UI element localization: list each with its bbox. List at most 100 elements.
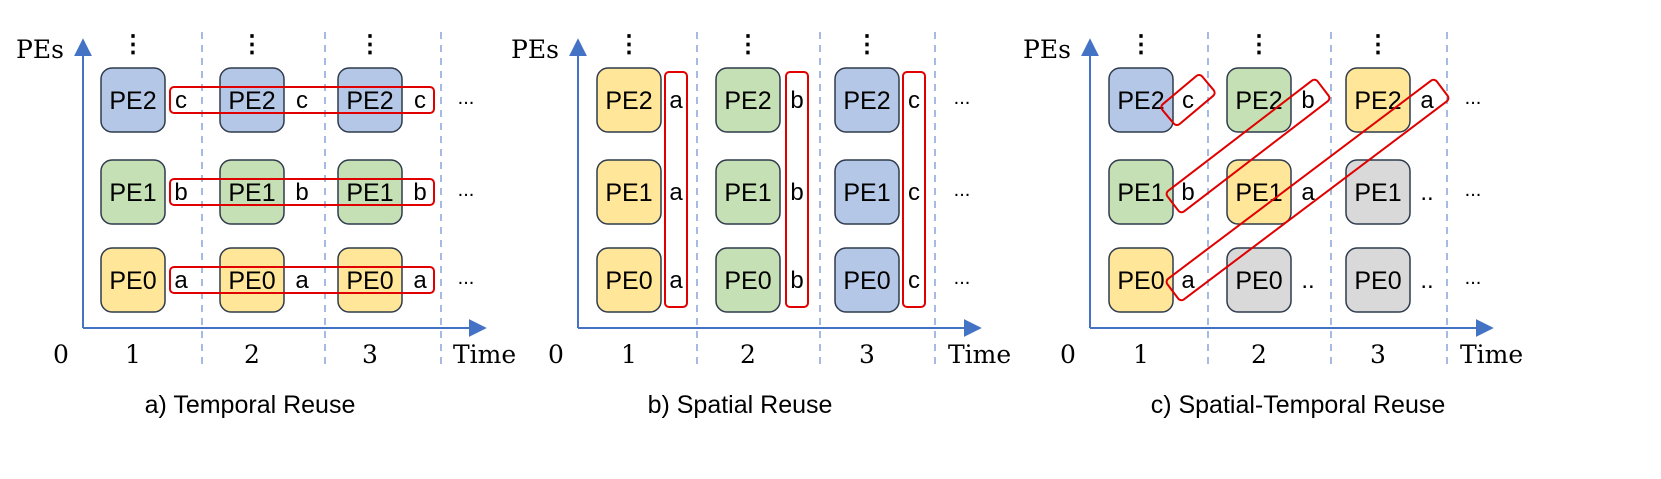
- vertical-ellipsis: ⋮: [121, 29, 145, 58]
- x-axis-label: Time: [453, 340, 516, 369]
- row-trailing-ellipsis: ...: [954, 179, 971, 201]
- data-label: ..: [1301, 267, 1314, 294]
- pe-label: PE2: [843, 87, 890, 115]
- pe-label: PE2: [1117, 87, 1164, 115]
- spatial-reuse-highlight: [664, 71, 688, 308]
- pe-label: PE1: [346, 179, 393, 207]
- data-label: c: [414, 87, 426, 114]
- pe-box-pe0: [1226, 247, 1292, 313]
- data-label: a: [174, 267, 188, 294]
- temporal-reuse-highlight: [169, 178, 435, 206]
- data-label: b: [413, 179, 426, 206]
- pe-box-pe1: [337, 159, 403, 225]
- pe-label: PE0: [605, 267, 652, 295]
- vertical-ellipsis: ⋮: [1129, 29, 1153, 58]
- pe-label: PE1: [1117, 179, 1164, 207]
- pe-box-pe2: [100, 67, 166, 133]
- data-label: b: [174, 179, 187, 206]
- origin-label: 0: [1060, 340, 1076, 369]
- pe-box-pe1: [596, 159, 662, 225]
- pe-box-pe2: [1108, 67, 1174, 133]
- pe-box-pe1: [100, 159, 166, 225]
- data-label: b: [790, 179, 803, 206]
- row-trailing-ellipsis: ...: [1465, 87, 1482, 109]
- data-label: a: [1420, 87, 1434, 114]
- pe-box-pe0: [596, 247, 662, 313]
- data-label: a: [1301, 179, 1315, 206]
- spatial-reuse-highlight: [902, 71, 926, 308]
- pe-label: PE2: [109, 87, 156, 115]
- time-label: 2: [1251, 340, 1267, 369]
- time-label: 1: [621, 340, 637, 369]
- y-axis-label: PEs: [511, 35, 559, 64]
- pe-box-pe2: [596, 67, 662, 133]
- row-trailing-ellipsis: ...: [1465, 267, 1482, 289]
- time-label: 3: [1370, 340, 1386, 369]
- origin-label: 0: [548, 340, 564, 369]
- pe-label: PE1: [1354, 179, 1401, 207]
- pe-label: PE2: [228, 87, 275, 115]
- pe-label: PE2: [1235, 87, 1282, 115]
- pe-box-pe0: [1345, 247, 1411, 313]
- data-label: c: [1182, 87, 1194, 114]
- data-label: b: [790, 87, 803, 114]
- data-label: c: [175, 87, 187, 114]
- data-label: a: [669, 179, 683, 206]
- pe-box-pe2: [834, 67, 900, 133]
- pe-label: PE0: [228, 267, 275, 295]
- time-label: 2: [244, 340, 260, 369]
- data-label: ..: [1420, 267, 1433, 294]
- pe-box-pe2: [337, 67, 403, 133]
- row-trailing-ellipsis: ...: [458, 87, 475, 109]
- pe-label: PE1: [605, 179, 652, 207]
- row-trailing-ellipsis: ...: [1465, 179, 1482, 201]
- vertical-ellipsis: ⋮: [358, 29, 382, 58]
- pe-label: PE2: [605, 87, 652, 115]
- pe-box-pe0: [100, 247, 166, 313]
- spatial-temporal-reuse-highlight: [1165, 78, 1450, 302]
- vertical-ellipsis: ⋮: [1366, 29, 1390, 58]
- pe-box-pe1: [715, 159, 781, 225]
- vertical-ellipsis: ⋮: [617, 29, 641, 58]
- data-label: a: [669, 267, 683, 294]
- time-label: 1: [1133, 340, 1149, 369]
- pe-label: PE0: [346, 267, 393, 295]
- pe-label: PE0: [1354, 267, 1401, 295]
- time-label: 3: [362, 340, 378, 369]
- time-label: 1: [125, 340, 141, 369]
- pe-box-pe0: [337, 247, 403, 313]
- data-label: b: [1181, 179, 1194, 206]
- pe-label: PE2: [1354, 87, 1401, 115]
- vertical-ellipsis: ⋮: [240, 29, 264, 58]
- data-label: c: [908, 267, 920, 294]
- pe-label: PE2: [724, 87, 771, 115]
- spatial-temporal-reuse-highlight: [1165, 78, 1331, 214]
- panel-caption: c) Spatial-Temporal Reuse: [1151, 391, 1446, 419]
- data-label: a: [669, 87, 683, 114]
- data-label: b: [295, 179, 308, 206]
- pe-box-pe2: [1226, 67, 1292, 133]
- data-label: c: [296, 87, 308, 114]
- origin-label: 0: [53, 340, 69, 369]
- panel-caption: b) Spatial Reuse: [648, 391, 833, 419]
- temporal-reuse-highlight: [169, 266, 435, 294]
- vertical-ellipsis: ⋮: [736, 29, 760, 58]
- pe-label: PE1: [228, 179, 275, 207]
- vertical-ellipsis: ⋮: [855, 29, 879, 58]
- time-label: 2: [740, 340, 756, 369]
- row-trailing-ellipsis: ...: [954, 267, 971, 289]
- y-axis-label: PEs: [1023, 35, 1071, 64]
- pe-box-pe1: [219, 159, 285, 225]
- data-label: c: [908, 87, 920, 114]
- data-label: b: [790, 267, 803, 294]
- pe-label: PE0: [843, 267, 890, 295]
- pe-box-pe1: [834, 159, 900, 225]
- pe-box-pe2: [715, 67, 781, 133]
- x-axis-label: Time: [1460, 340, 1523, 369]
- row-trailing-ellipsis: ...: [458, 267, 475, 289]
- pe-label: PE0: [109, 267, 156, 295]
- x-axis-label: Time: [948, 340, 1011, 369]
